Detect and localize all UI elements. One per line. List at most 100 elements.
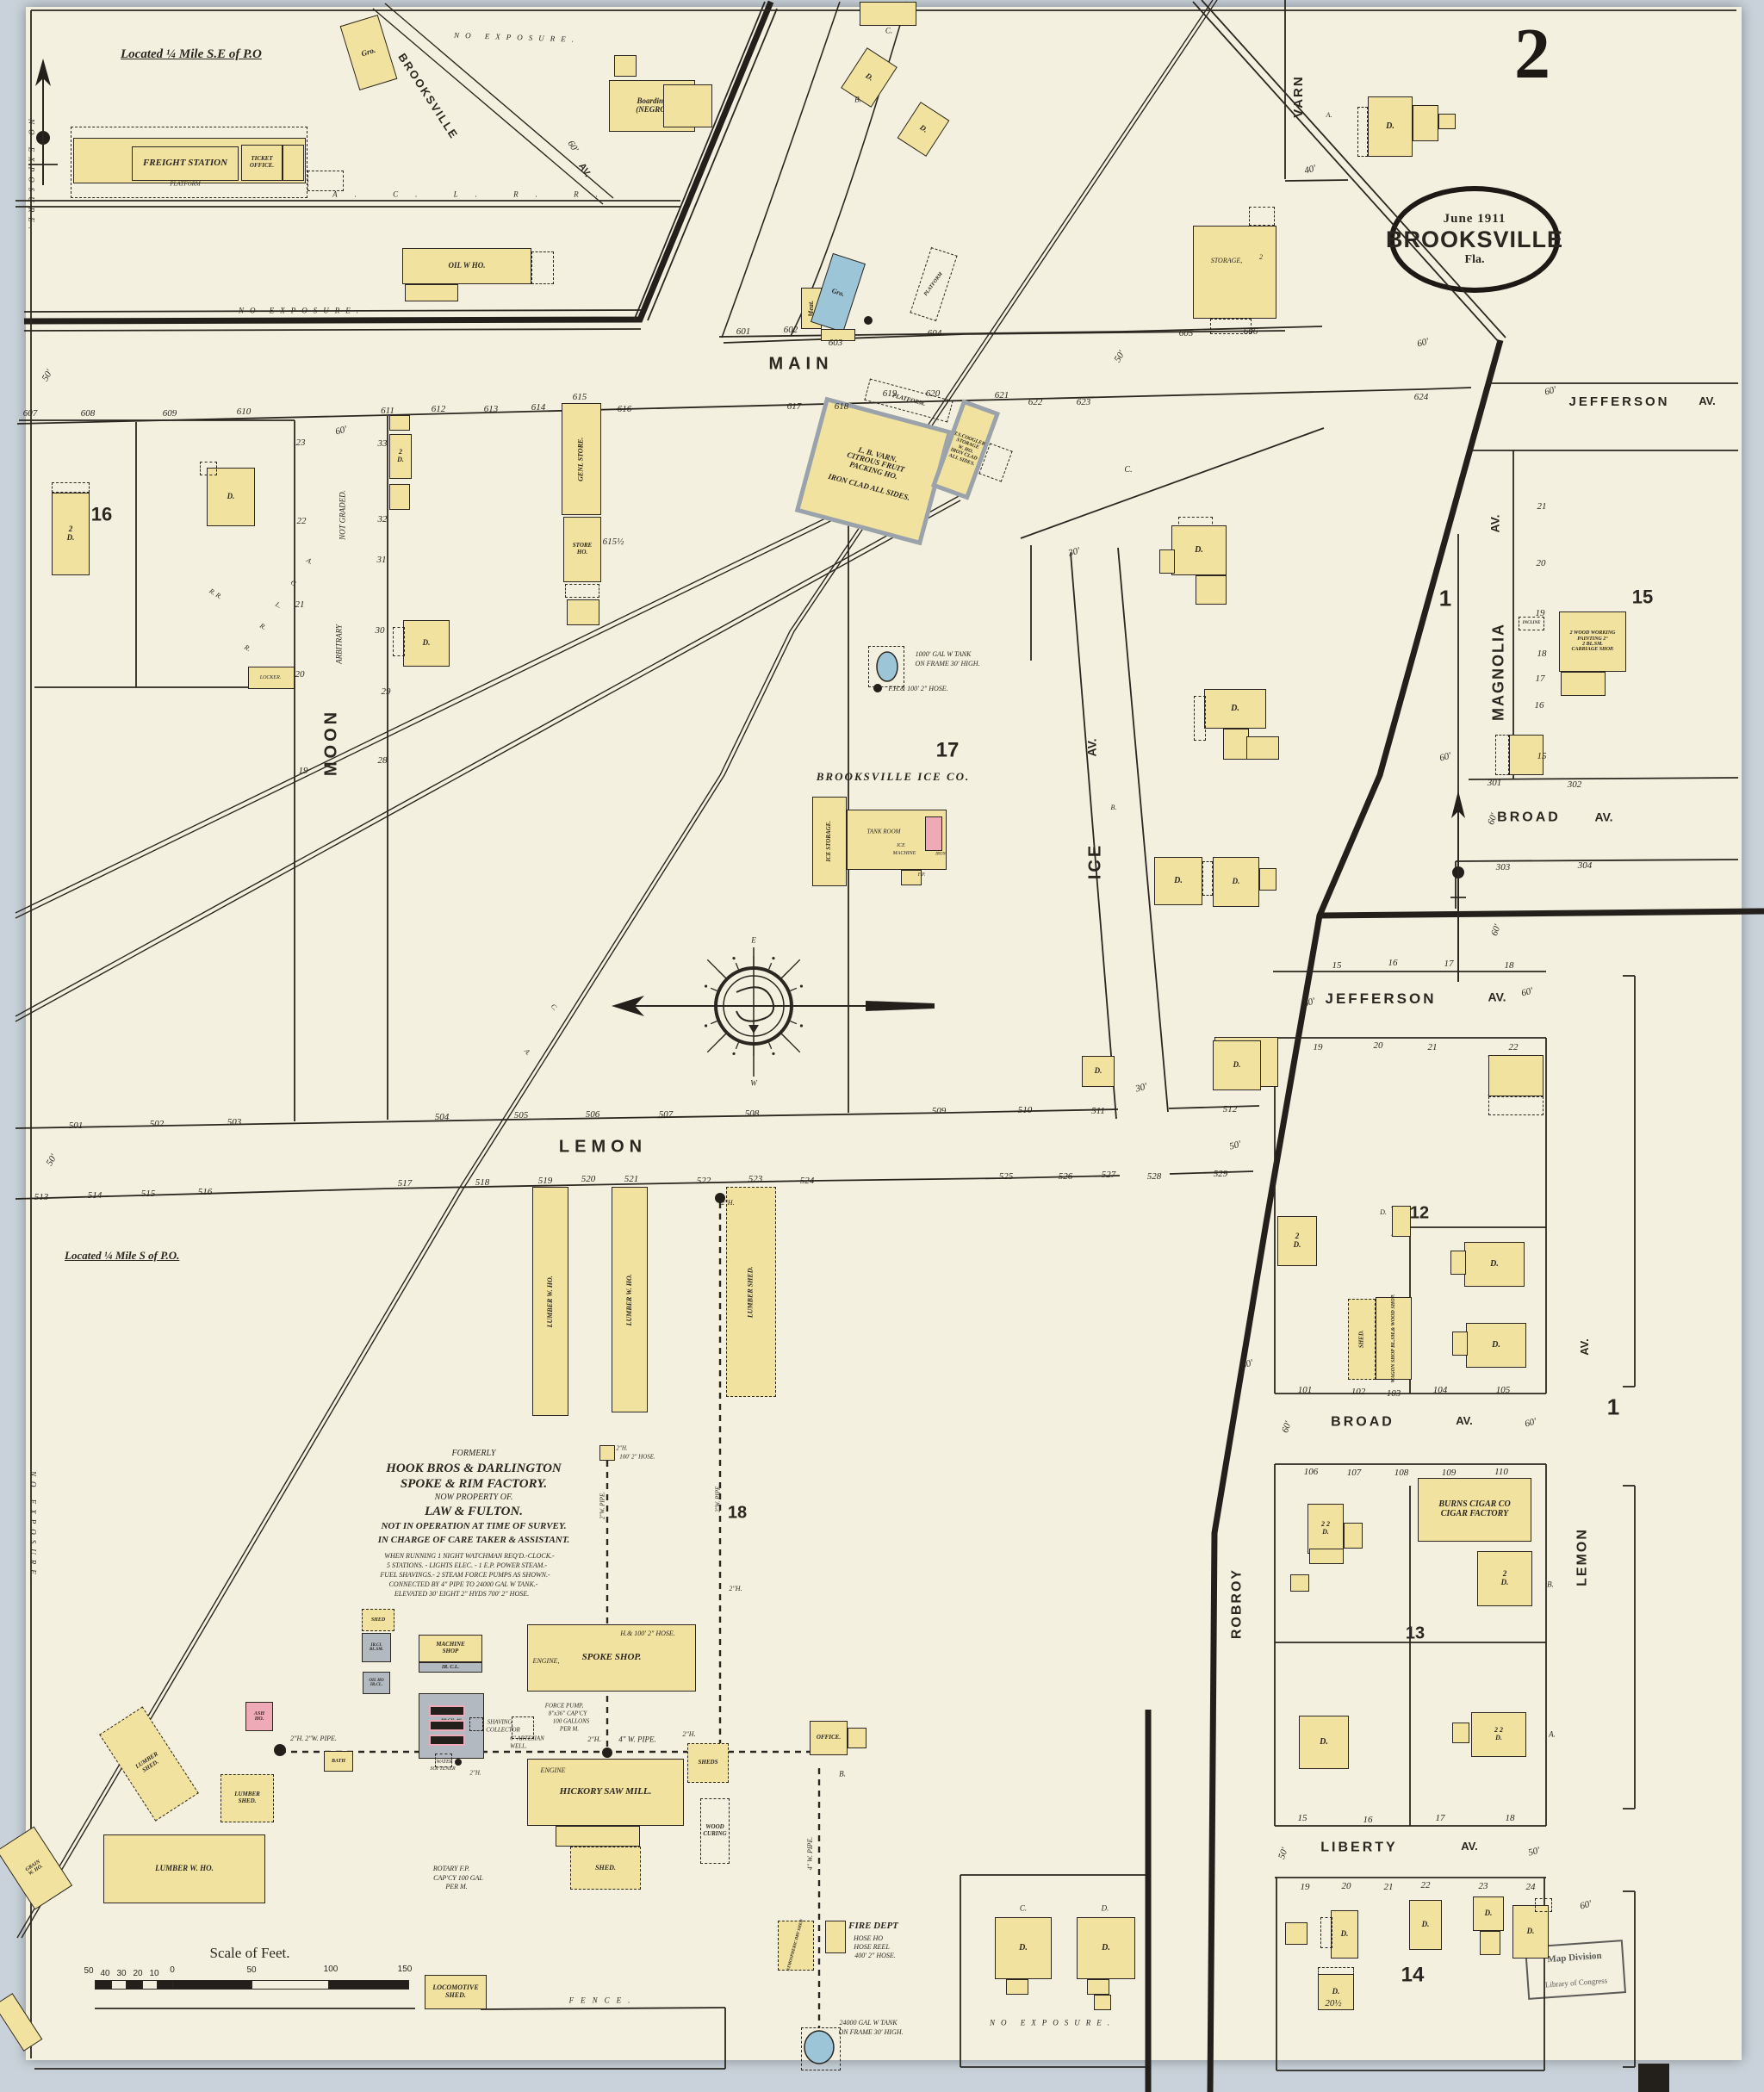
street-number: 509 xyxy=(931,1106,947,1116)
building xyxy=(1561,672,1606,696)
building xyxy=(1535,1898,1552,1912)
building-label: D. xyxy=(1320,1736,1328,1747)
building xyxy=(868,646,904,687)
building-label: L. B. VARN. CITROUS FRUIT PACKING HO. IR… xyxy=(827,444,911,502)
map-annotation: FORMERLY xyxy=(451,1448,496,1458)
street-number: 614 xyxy=(531,402,546,413)
building xyxy=(1006,1979,1028,1995)
building: IR. C.L. xyxy=(419,1662,482,1673)
map-annotation: NO EXPOSURE. xyxy=(28,1471,38,1586)
building: BATH xyxy=(324,1751,353,1772)
building: LUMBER SHED. xyxy=(220,1774,274,1822)
street-number: 612 xyxy=(431,404,446,414)
building-label: D. xyxy=(1421,1920,1430,1929)
building xyxy=(248,667,295,689)
map-annotation: B. xyxy=(854,95,861,104)
map-annotation: F.H.& 100' 2" HOSE. xyxy=(888,684,948,692)
street-number: 23 xyxy=(1478,1881,1488,1891)
building xyxy=(1488,1055,1544,1096)
street-label: MAIN xyxy=(768,354,834,374)
building: D. xyxy=(1473,1896,1504,1931)
street-number: 505 xyxy=(513,1110,529,1120)
street-number: 104 xyxy=(1432,1385,1448,1395)
street-label: JEFFERSON xyxy=(1568,394,1670,410)
building-label: SPOKE SHOP. xyxy=(581,1652,642,1663)
building xyxy=(663,84,712,127)
map-annotation: 13 xyxy=(1405,1623,1425,1643)
street-number: 19 xyxy=(298,766,308,776)
map-annotation: C. xyxy=(1019,1903,1028,1913)
building: ICE STORAGE. xyxy=(812,797,847,886)
building xyxy=(860,2,916,26)
building: D. xyxy=(1204,689,1266,729)
map-annotation: PLATFORM xyxy=(170,180,201,188)
building xyxy=(1094,1995,1111,2010)
building: HICKORY SAW MILL. xyxy=(527,1759,684,1826)
map-annotation: A. xyxy=(1326,110,1332,119)
building xyxy=(1196,575,1227,605)
building: IR.CL BL.SM. xyxy=(362,1633,391,1662)
building xyxy=(1193,226,1276,319)
building-label: SHEDS xyxy=(698,1759,718,1766)
building-label: 2 D. xyxy=(66,525,75,542)
located-note-se: Located ¼ Mile S.E of P.O xyxy=(121,47,262,61)
scale-tick-label: 10 xyxy=(149,1968,159,1978)
street-number: 22 xyxy=(1420,1880,1431,1890)
street-number: 17 xyxy=(1444,959,1454,969)
street-number: 21 xyxy=(1537,501,1547,512)
scale-tick-label: 100 xyxy=(323,1964,339,1974)
paper-corner xyxy=(1638,2064,1669,2092)
building xyxy=(71,127,307,198)
building: LUMBER W. HO. xyxy=(612,1187,648,1412)
scale-bar-segment xyxy=(95,1980,112,1990)
map-annotation: 100 GALLONS xyxy=(552,1717,590,1725)
building-label: D. xyxy=(1102,1942,1110,1952)
map-annotation: B. xyxy=(839,1769,846,1779)
building: BURNS CIGAR CO CIGAR FACTORY xyxy=(1418,1478,1531,1542)
building-label: Gro. xyxy=(360,45,377,59)
street-number: 18 xyxy=(1537,649,1547,659)
street-number: 528 xyxy=(1146,1171,1162,1182)
map-annotation: 1 xyxy=(1438,585,1452,611)
map-annotation: 15 xyxy=(1631,586,1654,608)
street-number: 106 xyxy=(1303,1467,1319,1477)
building: 2 D. xyxy=(1477,1551,1532,1606)
street-number: 303 xyxy=(1495,862,1511,872)
street-number: 502 xyxy=(149,1119,165,1129)
street-number: 105 xyxy=(1495,1385,1511,1395)
street-label: LEMON xyxy=(558,1137,648,1157)
street-number: 503 xyxy=(227,1117,242,1127)
street-number: 16 xyxy=(1534,700,1544,711)
street-number: 17 xyxy=(1435,1813,1445,1823)
building-label: D. xyxy=(1231,703,1239,713)
street-label: ROBROY xyxy=(1229,1567,1245,1640)
building: 2 D. xyxy=(52,493,90,575)
building-label: GENL STORE. xyxy=(576,437,585,481)
street-label: AV. xyxy=(1578,1338,1592,1356)
street-label: BROAD xyxy=(1331,1414,1394,1430)
building-label: D. xyxy=(227,492,235,501)
building: GENL STORE. xyxy=(562,403,601,515)
building-label: 2 2 D. xyxy=(1321,1520,1330,1536)
building-label: LUMBER SHED. xyxy=(234,1791,260,1804)
street-number: 18 xyxy=(1504,960,1514,971)
building-label: MACHINE SHOP xyxy=(436,1641,465,1654)
map-annotation: 2"W. PIPE. xyxy=(599,1491,606,1520)
building: LUMBER W. HO. xyxy=(532,1187,568,1416)
map-annotation: C. xyxy=(1124,464,1133,475)
street-number: 22 xyxy=(296,516,307,526)
building xyxy=(614,55,637,77)
scale-bar-segment xyxy=(328,1980,409,1990)
map-annotation: 8"x36" CAP'CY xyxy=(548,1710,587,1717)
building xyxy=(1452,1332,1468,1356)
street-number: 606 xyxy=(1243,326,1258,337)
building-label: 2 WOOD WORKING PAINTING 2° 2 BL.SM. CARR… xyxy=(1569,630,1616,653)
street-number: 301 xyxy=(1487,778,1502,788)
street-number: 19 xyxy=(1535,608,1545,618)
building xyxy=(599,1445,615,1461)
building-label: D. xyxy=(1094,1066,1102,1076)
building xyxy=(200,462,217,475)
building-label: HICKORY SAW MILL. xyxy=(559,1786,652,1797)
building-label: OIL W HO. xyxy=(448,261,486,270)
street-label: LIBERTY xyxy=(1320,1840,1398,1855)
